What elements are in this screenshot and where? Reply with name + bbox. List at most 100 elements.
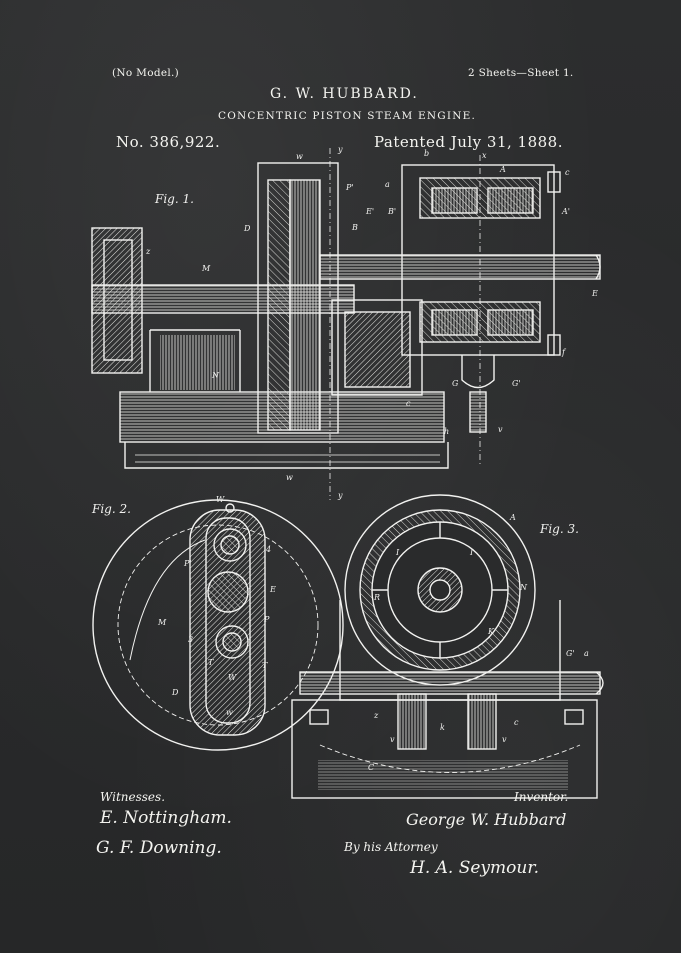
fig1-column-piston xyxy=(289,179,321,431)
fig2-label: W xyxy=(216,495,225,504)
fig2-outer-wheel xyxy=(92,499,344,751)
attorney-signature: H. A. Seymour. xyxy=(410,858,539,878)
fig1-bearing-fill xyxy=(344,311,411,388)
fig1-label: B' xyxy=(387,207,396,216)
fig3-radial-vanes xyxy=(372,522,508,658)
invention-title: CONCENTRIC PISTON STEAM ENGINE. xyxy=(218,110,476,122)
fig1-label: c xyxy=(406,399,411,408)
fig3-label: k xyxy=(440,723,445,732)
fig1-label: y xyxy=(337,491,343,500)
fig1-label: b xyxy=(424,149,429,158)
figure-2-end-view xyxy=(92,499,344,751)
fig3-foundation xyxy=(291,699,598,799)
fig1-label: B xyxy=(351,223,358,232)
fig2-crank-low-inner xyxy=(222,632,242,652)
fig1-piston-lower xyxy=(431,309,478,336)
fig1-label: v xyxy=(498,425,503,434)
fig2-label: M xyxy=(157,618,167,627)
fig3-foundation-curve xyxy=(319,744,581,773)
patent-date: Patented July 31, 1888. xyxy=(374,133,563,151)
fig2-label: P' xyxy=(183,559,192,568)
fig1-piston-upper xyxy=(431,187,478,214)
fig3-steam-pipe xyxy=(299,671,601,695)
fig2-label: P xyxy=(263,615,270,624)
fig1-label: E' xyxy=(365,207,374,216)
fig1-flange-top xyxy=(547,171,561,193)
fig1-label: N xyxy=(211,371,220,380)
fig1-label: f xyxy=(561,348,567,357)
fig3-label: C xyxy=(368,763,374,772)
fig3-label: N xyxy=(519,583,528,592)
fig1-valve-stem xyxy=(469,391,487,433)
fig2-label: 3 xyxy=(188,635,193,644)
fig3-valve-left xyxy=(397,693,427,750)
fig3-label: G' xyxy=(566,649,575,658)
fig3-bolt-right xyxy=(564,709,584,725)
fig2-label: W xyxy=(228,673,237,682)
fig3-bolt-left xyxy=(309,709,329,725)
fig1-label: P' xyxy=(345,183,354,192)
fig2-crank-mid xyxy=(207,571,249,613)
fig1-label: M xyxy=(201,264,211,273)
fig3-foundation-hatch xyxy=(318,760,568,790)
fig1-pedestal xyxy=(149,329,241,392)
fig1-label: G xyxy=(452,379,459,388)
inventor-signature: George W. Hubbard xyxy=(406,810,567,829)
fig3-label: z xyxy=(373,711,379,720)
fig1-label: E xyxy=(591,289,598,298)
fig1-label: D xyxy=(243,224,251,233)
patent-number: No. 386,922. xyxy=(116,133,221,151)
fig3-title: Fig. 3. xyxy=(539,522,579,536)
fig2-label: D xyxy=(171,688,179,697)
fig2-crank-top xyxy=(213,528,247,562)
fig1-flange-bot xyxy=(547,334,561,356)
fig1-label: A xyxy=(499,165,506,174)
figure-1-side-section xyxy=(91,148,601,500)
fig2-yoke xyxy=(189,509,266,736)
fig1-pedestal-fill xyxy=(160,335,235,390)
fig1-shaft-end xyxy=(595,254,601,280)
fig2-label: 4 xyxy=(265,545,271,554)
fig1-label: y xyxy=(337,145,343,154)
fig1-label: x xyxy=(482,151,487,160)
fig2-label: T xyxy=(262,661,268,670)
witness-signature-1: E. Nottingham. xyxy=(100,808,232,828)
fig1-title: Fig. 1. xyxy=(154,192,194,206)
fig2-crank-top-inner xyxy=(220,535,240,555)
fig1-label: z xyxy=(145,247,151,256)
fig1-label: h xyxy=(444,427,449,436)
fig3-label: A xyxy=(509,513,516,522)
fig1-column xyxy=(257,162,339,434)
fig2-bolt xyxy=(225,503,235,513)
fig1-bearing xyxy=(331,299,423,396)
fig1-piston-upper-2 xyxy=(487,187,534,214)
fig1-bed-ribs xyxy=(135,454,440,463)
fig1-label: G' xyxy=(512,379,521,388)
no-model-label: (No Model.) xyxy=(112,67,180,79)
fig3-label: c xyxy=(514,718,519,727)
fig1-label: a xyxy=(385,180,390,189)
fig3-label: a xyxy=(584,649,589,658)
fig2-label: w xyxy=(226,708,233,717)
fig3-label: v xyxy=(502,735,507,744)
fig1-label: c xyxy=(565,168,570,177)
figure-3-cross-section xyxy=(291,494,604,799)
fig1-shaft-right xyxy=(319,254,601,280)
witness-signature-2: G. F. Downing. xyxy=(96,838,222,858)
sheet-count-label: 2 Sheets—Sheet 1. xyxy=(468,67,574,79)
fig2-yoke-slot xyxy=(205,517,251,724)
fig2-label: T xyxy=(208,658,214,667)
fig1-column-inner xyxy=(267,179,291,431)
fig1-label: w xyxy=(296,152,303,161)
attorney-prefix: By his Attorney xyxy=(344,840,438,854)
inventor-label: Inventor. xyxy=(514,790,569,804)
witnesses-label: Witnesses. xyxy=(100,790,166,804)
fig3-pipe-end xyxy=(595,671,604,695)
fig3-label: I xyxy=(469,548,474,557)
fig1-label: A' xyxy=(561,207,570,216)
fig3-label: K xyxy=(487,627,495,636)
fig2-crescent xyxy=(129,539,206,661)
fig2-label: E xyxy=(269,585,276,594)
